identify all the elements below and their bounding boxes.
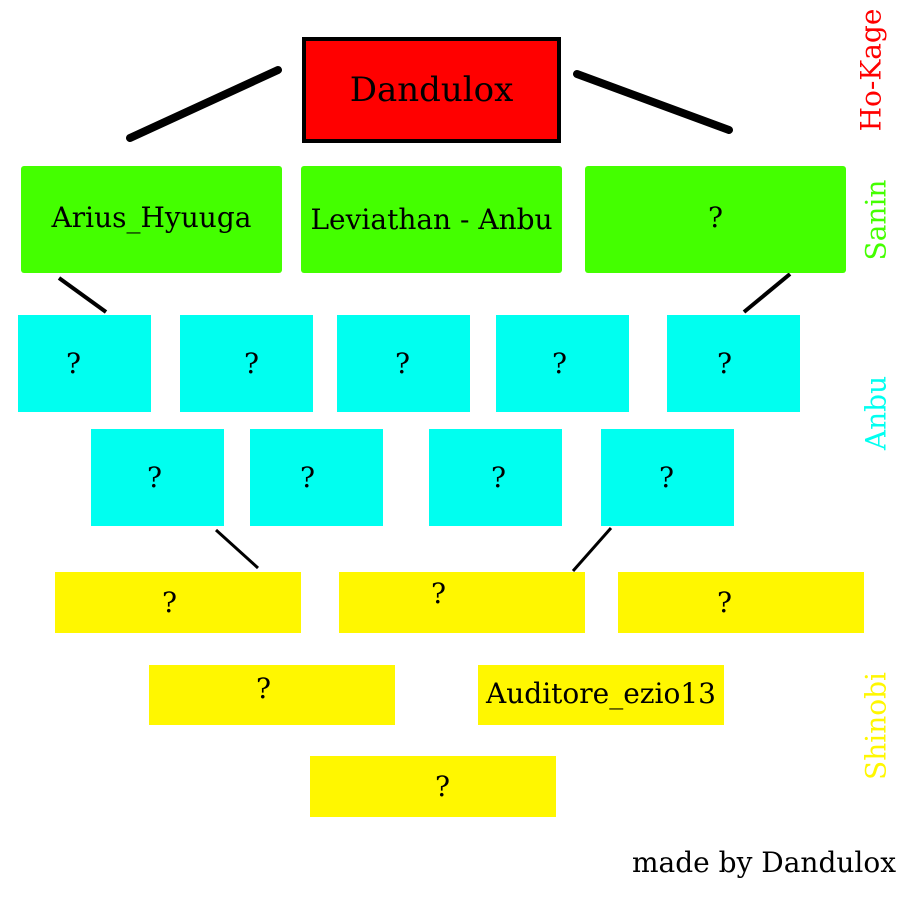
shinobi-box-1: ?	[55, 572, 301, 633]
anbu-box-7: ?	[250, 429, 383, 526]
sanin-name-3: ?	[707, 201, 723, 234]
connector-anbu-left	[214, 528, 260, 570]
anbu-name-8: ?	[491, 461, 507, 494]
shinobi-box-2: ?	[339, 572, 585, 633]
anbu-name-3: ?	[395, 347, 411, 380]
anbu-box-2: ?	[180, 315, 313, 412]
credit-text: made by Dandulox	[632, 846, 897, 879]
hokage-box: Dandulox	[302, 37, 561, 143]
anbu-box-6: ?	[91, 429, 224, 526]
shinobi-name-4: ?	[256, 671, 272, 705]
shinobi-box-3: ?	[618, 572, 864, 633]
sanin-name-2: Leviathan - Anbu	[310, 203, 553, 236]
connector-sanin-left	[57, 276, 108, 314]
shinobi-box-6: ?	[310, 756, 556, 817]
shinobi-box-5: Auditore_ezio13	[478, 665, 724, 725]
anbu-box-9: ?	[601, 429, 734, 526]
sanin-box-1: Arius_Hyuuga	[21, 166, 282, 273]
connector-top-right	[573, 70, 733, 134]
shinobi-name-6: ?	[435, 770, 451, 803]
anbu-name-2: ?	[244, 347, 260, 380]
shinobi-name-3: ?	[717, 586, 733, 619]
anbu-box-1: ?	[18, 315, 151, 412]
sanin-box-2: Leviathan - Anbu	[301, 166, 562, 273]
anbu-name-6: ?	[147, 461, 163, 494]
sanin-name-1: Arius_Hyuuga	[51, 201, 252, 234]
hokage-name: Dandulox	[349, 70, 514, 110]
rank-label-anbu: Anbu	[859, 375, 893, 451]
anbu-box-4: ?	[496, 315, 629, 412]
connector-sanin-right	[742, 272, 792, 314]
anbu-name-4: ?	[552, 347, 568, 380]
rank-label-hokage: Ho-Kage	[854, 8, 888, 132]
connector-anbu-right	[571, 527, 613, 572]
anbu-box-3: ?	[337, 315, 470, 412]
rank-label-sanin: Sanin	[859, 179, 893, 261]
shinobi-name-5: Auditore_ezio13	[486, 677, 716, 710]
shinobi-name-1: ?	[162, 586, 178, 619]
anbu-box-5: ?	[667, 315, 800, 412]
anbu-box-8: ?	[429, 429, 562, 526]
anbu-name-5: ?	[717, 347, 733, 380]
sanin-box-3: ?	[585, 166, 846, 273]
shinobi-name-2: ?	[431, 577, 447, 610]
anbu-name-7: ?	[300, 461, 316, 494]
anbu-name-1: ?	[66, 347, 82, 380]
anbu-name-9: ?	[659, 461, 675, 494]
connector-top-left	[126, 66, 282, 142]
shinobi-box-4: ?	[149, 665, 395, 725]
rank-label-shinobi: Shinobi	[859, 672, 893, 780]
